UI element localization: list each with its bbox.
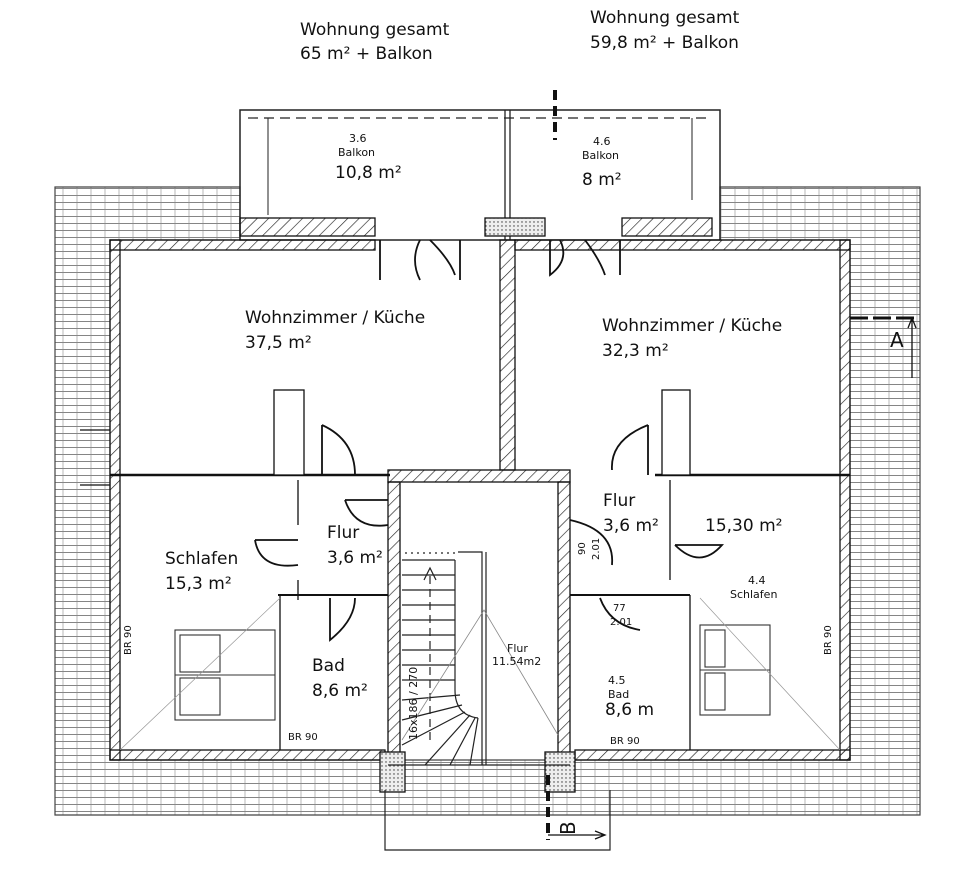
living-right-area: 32,3 m² bbox=[602, 341, 669, 361]
unit-left-heading: Wohnung gesamt bbox=[300, 20, 450, 40]
hall-right-area: 3,6 m² bbox=[603, 516, 659, 536]
bedroom-left-area: 15,3 m² bbox=[165, 574, 232, 594]
section-a-label: A bbox=[890, 328, 904, 352]
br-right-label: BR 90 bbox=[823, 625, 834, 655]
living-right-name: Wohnzimmer / Küche bbox=[602, 316, 783, 336]
stair-hall-name: Flur bbox=[507, 642, 528, 655]
interior-walls bbox=[110, 239, 850, 793]
unit-right-heading: Wohnung gesamt bbox=[590, 8, 740, 28]
bedroom-right-number: 4.4 bbox=[748, 574, 766, 587]
br-bath-left-label: BR 90 bbox=[288, 732, 318, 743]
balcony-right-number: 4.6 bbox=[593, 135, 611, 148]
bath-right-area: 8,6 m bbox=[605, 700, 654, 720]
br-bath-right-label: BR 90 bbox=[610, 736, 640, 747]
bath-right-name: Bad bbox=[608, 688, 630, 701]
staircase bbox=[384, 551, 611, 851]
balcony-left-number: 3.6 bbox=[349, 132, 367, 145]
unit-right-total: 59,8 m² + Balkon bbox=[590, 33, 739, 53]
doors bbox=[254, 239, 724, 642]
bath-right-number: 4.5 bbox=[608, 674, 626, 687]
exterior-walls bbox=[80, 217, 851, 761]
section-markers bbox=[546, 90, 917, 840]
hall-left-name: Flur bbox=[327, 523, 360, 543]
beds bbox=[119, 597, 841, 751]
balcony-left-area: 10,8 m² bbox=[335, 163, 402, 183]
bedroom-right-area: 15,30 m² bbox=[705, 516, 783, 536]
balcony-right-name: Balkon bbox=[582, 149, 620, 162]
living-left-name: Wohnzimmer / Küche bbox=[245, 308, 426, 328]
hall-right-name: Flur bbox=[603, 491, 636, 511]
door-bath-width: 77 bbox=[613, 603, 626, 614]
door-hall-height: 2.01 bbox=[591, 537, 602, 560]
balcony-right-area: 8 m² bbox=[582, 170, 622, 190]
section-b-label: B bbox=[556, 821, 580, 835]
living-left-area: 37,5 m² bbox=[245, 333, 312, 353]
roof-edge bbox=[54, 186, 921, 816]
bath-left-area: 8,6 m² bbox=[312, 681, 368, 701]
stair-hall-area: 11.54m2 bbox=[492, 655, 542, 668]
unit-left-total: 65 m² + Balkon bbox=[300, 44, 433, 64]
stair-dimension-label: 16x186 / 270 bbox=[407, 666, 420, 740]
door-bath-height: 2.01 bbox=[610, 617, 633, 628]
bedroom-right-name: Schlafen bbox=[730, 588, 778, 601]
hall-left-area: 3,6 m² bbox=[327, 548, 383, 568]
door-hall-width: 90 bbox=[577, 542, 588, 555]
bath-left-name: Bad bbox=[312, 656, 345, 676]
balcony-left-name: Balkon bbox=[338, 146, 376, 159]
bedroom-left-name: Schlafen bbox=[165, 549, 239, 569]
br-left-label: BR 90 bbox=[123, 625, 134, 655]
